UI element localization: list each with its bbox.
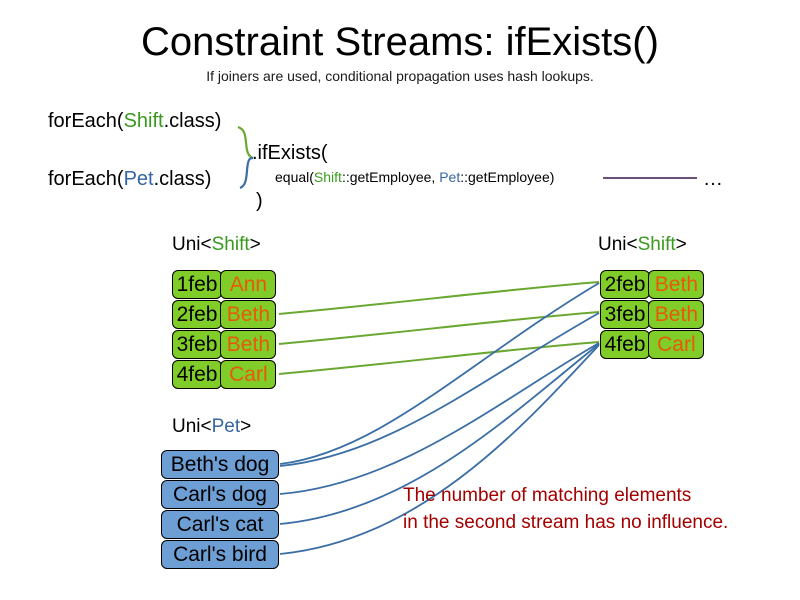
- left-shift-name-2: Beth: [220, 330, 277, 359]
- left-shift-name-1: Beth: [220, 300, 277, 329]
- link-shift-4feb: [278, 341, 600, 375]
- left-shift-date-2: 3feb: [172, 330, 222, 359]
- foreach-shift-statement: forEach(Shift.class): [48, 110, 221, 133]
- list-item[interactable]: Beth's dog: [161, 450, 279, 479]
- left-shift-date-3: 4feb: [172, 360, 222, 389]
- equal-right-method: ::getEmployee): [460, 169, 555, 185]
- pet-row-2: Carl's cat: [161, 510, 279, 539]
- table-row[interactable]: 2feb Beth: [172, 300, 277, 329]
- foreach-pet-statement: forEach(Pet.class): [48, 168, 211, 191]
- equal-joiner-call: equal(Shift::getEmployee, Pet::getEmploy…: [275, 169, 554, 185]
- right-shift-label-suffix: >: [675, 234, 687, 255]
- right-shift-name-1: Beth: [648, 300, 705, 329]
- ifexists-call: .ifExists(: [252, 142, 328, 164]
- foreach-shift-suffix: .class): [163, 110, 222, 132]
- ellipsis-label: …: [703, 168, 723, 190]
- table-row[interactable]: 4feb Carl: [172, 360, 277, 389]
- foreach-shift-prefix: forEach(: [48, 110, 124, 132]
- left-shift-name-0: Ann: [220, 270, 277, 299]
- equal-left-type: Shift: [313, 169, 342, 185]
- pet-label-suffix: >: [240, 416, 252, 437]
- annotation-caption: The number of matching elements in the s…: [403, 482, 728, 536]
- link-shift-3feb: [278, 311, 600, 345]
- foreach-pet-prefix: forEach(: [48, 168, 124, 190]
- link-pet-bethsdog-3feb: [279, 312, 600, 467]
- table-row[interactable]: 1feb Ann: [172, 270, 277, 299]
- right-shift-date-0: 2feb: [600, 270, 650, 299]
- caption-line-2: in the second stream has no influence.: [403, 512, 729, 533]
- right-shift-name-0: Beth: [648, 270, 705, 299]
- brace-upper-green: [237, 125, 254, 160]
- table-row[interactable]: 3feb Beth: [600, 300, 705, 329]
- equal-left-method: ::getEmployee,: [341, 169, 440, 185]
- closing-paren: ): [256, 190, 263, 212]
- left-shift-label-suffix: >: [249, 234, 261, 255]
- right-shift-name-2: Carl: [648, 330, 705, 359]
- right-shift-label-type: Shift: [637, 234, 676, 255]
- foreach-pet-suffix: .class): [153, 168, 212, 190]
- pet-stream-label: Uni<Pet>: [172, 416, 251, 438]
- left-shift-label-prefix: Uni<: [172, 234, 212, 255]
- equal-right-type: Pet: [439, 169, 461, 185]
- pet-row-1: Carl's dog: [161, 480, 279, 509]
- right-shift-date-2: 4feb: [600, 330, 650, 359]
- left-shift-date-1: 2feb: [172, 300, 222, 329]
- list-item[interactable]: Carl's bird: [161, 540, 279, 569]
- pet-label-type: Pet: [211, 416, 241, 437]
- pet-label-prefix: Uni<: [172, 416, 212, 437]
- page-title: Constraint Streams: ifExists(): [141, 20, 659, 64]
- link-shift-2feb: [278, 281, 600, 315]
- pet-row-3: Carl's bird: [161, 540, 279, 569]
- right-shift-date-1: 3feb: [600, 300, 650, 329]
- table-row[interactable]: 4feb Carl: [600, 330, 705, 359]
- caption-line-1: The number of matching elements: [403, 485, 692, 506]
- left-shift-label-type: Shift: [211, 234, 250, 255]
- table-row[interactable]: 3feb Beth: [172, 330, 277, 359]
- pet-row-0: Beth's dog: [161, 450, 279, 479]
- left-shift-name-3: Carl: [220, 360, 277, 389]
- link-pet-bethsdog-2feb: [279, 282, 600, 465]
- left-shift-stream-label: Uni<Shift>: [172, 234, 261, 256]
- pet-type-token: Pet: [123, 168, 154, 190]
- right-shift-label-prefix: Uni<: [598, 234, 638, 255]
- shift-type-token: Shift: [123, 110, 164, 132]
- left-shift-date-0: 1feb: [172, 270, 222, 299]
- link-pet-carlsdog-4feb: [279, 342, 600, 495]
- equal-prefix: equal(: [275, 169, 314, 185]
- table-row[interactable]: 2feb Beth: [600, 270, 705, 299]
- page-subtitle: If joiners are used, conditional propaga…: [206, 68, 594, 84]
- right-shift-stream-label: Uni<Shift>: [598, 234, 687, 256]
- list-item[interactable]: Carl's cat: [161, 510, 279, 539]
- list-item[interactable]: Carl's dog: [161, 480, 279, 509]
